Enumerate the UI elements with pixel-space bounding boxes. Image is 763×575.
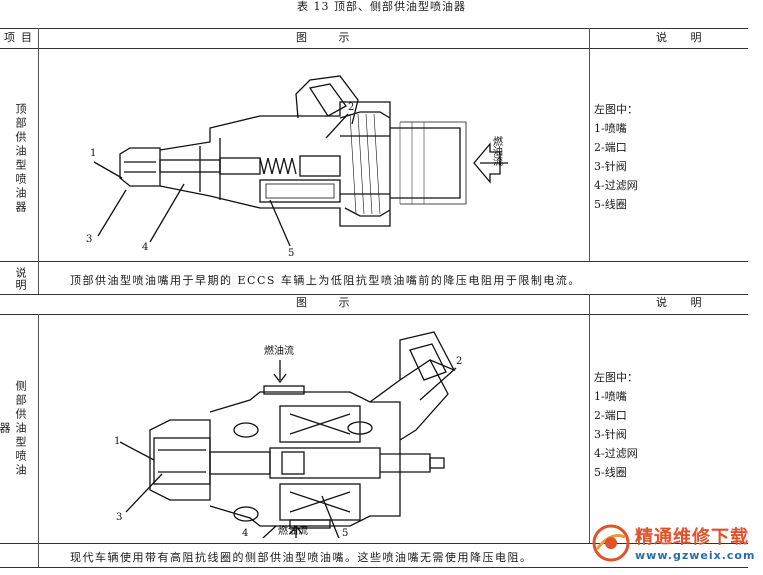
watermark-title: 精通维修下载 [635,527,749,548]
side-legend-title: 左图中： [594,371,638,384]
side-section-title: 侧部供油型喷油器 [0,380,27,478]
watermark-url: www.gzweix.com [635,549,756,562]
top-callout-1: 1 [90,148,96,159]
side-feed-injector-diagram: 1 2 3 4 5 燃油流 燃油流 [114,331,462,538]
table-top-rule [0,28,748,29]
side-fuel-flow-top: 燃油流 [264,344,294,357]
top-fuel-flow-label: 燃油流 [491,135,503,167]
top-legend-item-4: 4-过滤网 [594,179,638,192]
top-feed-injector-diagram: 1 2 3 4 5 燃油流 [86,75,508,258]
col-divider-right-bottom [589,294,590,543]
side-legend-item-2: 2-端口 [594,409,627,422]
top-legend-item-3: 3-针阀 [594,160,627,173]
top-note-label: 说明 [14,267,27,291]
top-legend: 左图中： 1-喷嘴 2-端口 3-针阀 4-过滤网 5-线圈 [594,100,638,214]
side-figure-rule [0,543,748,544]
side-legend-item-5: 5-线圈 [594,466,627,479]
table-caption: 表 13 顶部、侧部供油型喷油器 [297,0,466,13]
header-figure: 图 示 [296,31,364,44]
side-legend-item-3: 3-针阀 [594,428,627,441]
side-callout-3: 3 [116,512,122,523]
top-note-rule [0,294,748,295]
side-callout-4: 4 [242,528,248,538]
side-callout-1: 1 [114,436,120,447]
side-legend: 左图中： 1-喷嘴 2-端口 3-针阀 4-过滤网 5-线圈 [594,368,638,482]
site-watermark: 精通维修下载 www.gzweix.com [587,521,757,571]
col-divider-right-top [589,28,590,261]
top-callout-3: 3 [86,234,92,245]
side-legend-item-4: 4-过滤网 [594,447,638,460]
header2-explain: 说 明 [656,296,712,309]
col-divider-left-top [38,28,39,294]
side-note-text: 现代车辆使用带有高阻抗线圈的侧部供油型喷油嘴。这些喷油嘴无需使用降压电阻。 [70,551,533,564]
col-divider-left-bottom [38,314,39,567]
injector-table: 项目 图 示 说 明 顶部供油型喷油器 [0,28,748,568]
top-callout-4: 4 [142,242,148,253]
header-item: 项目 [4,31,38,44]
top-callout-5: 5 [288,248,294,258]
top-section-title: 顶部供油型喷油器 [14,103,27,215]
top-callout-2: 2 [348,102,354,113]
top-legend-item-1: 1-喷嘴 [594,122,627,135]
header-rule [0,48,748,49]
side-callout-2: 2 [456,356,462,367]
header2-rule [0,314,748,315]
watermark-logo-icon [592,524,630,562]
table-bottom-rule [0,567,748,568]
top-legend-item-2: 2-端口 [594,141,627,154]
top-figure-rule [0,261,748,262]
top-legend-item-5: 5-线圈 [594,198,627,211]
header2-figure: 图 示 [296,296,364,309]
side-fuel-flow-bottom: 燃油流 [278,524,308,537]
side-legend-item-1: 1-喷嘴 [594,390,627,403]
header-explain: 说 明 [656,31,712,44]
top-note-text: 顶部供油型喷油嘴用于早期的 ECCS 车辆上为低阻抗型喷油嘴前的降压电阻用于限制… [70,274,581,287]
top-legend-title: 左图中： [594,103,638,116]
side-callout-5: 5 [342,528,348,538]
